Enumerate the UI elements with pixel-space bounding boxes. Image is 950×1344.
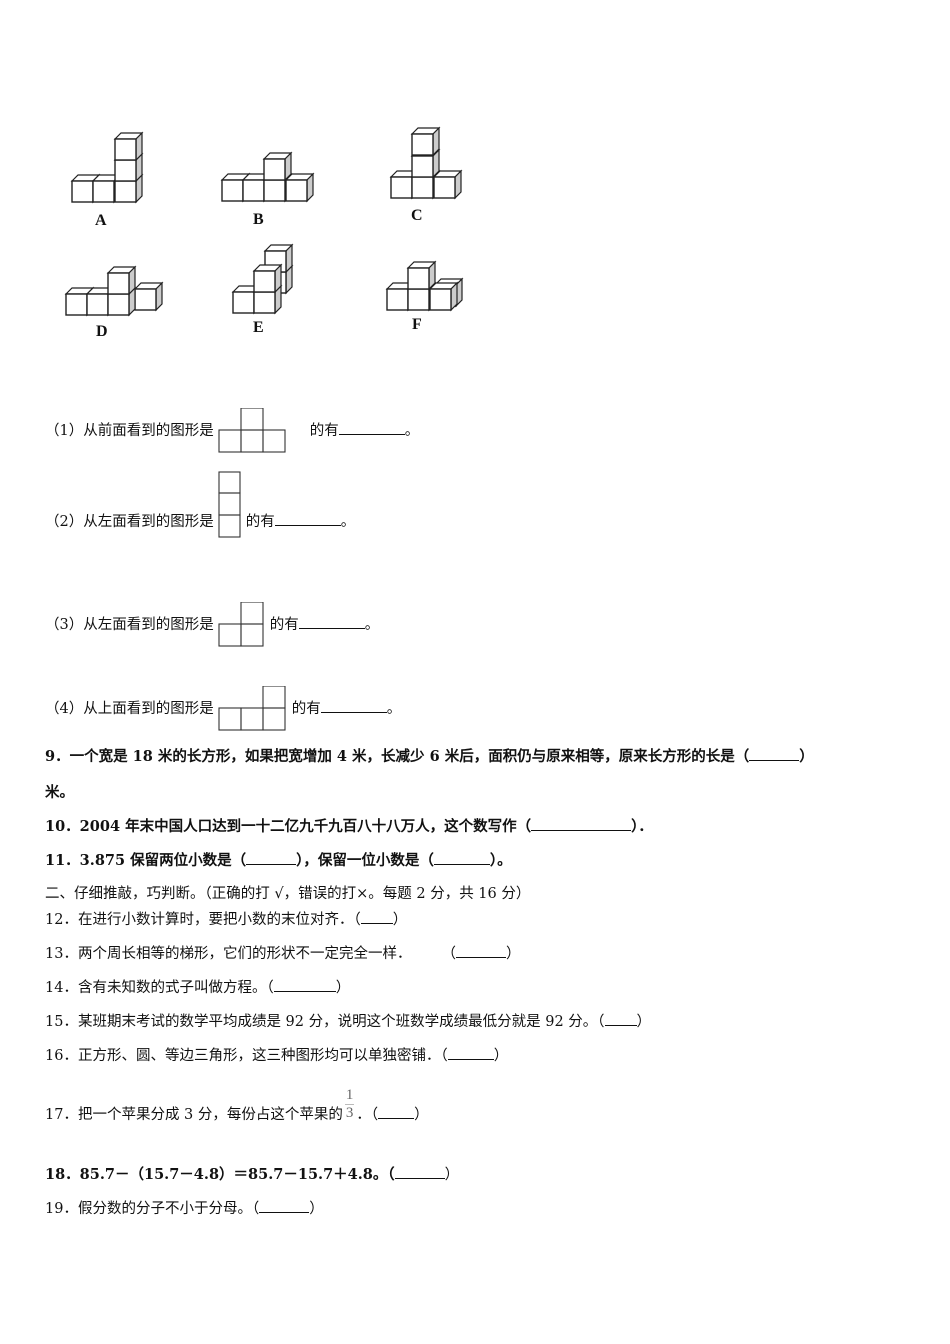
question-9-continued: 米。 xyxy=(45,784,74,801)
question-13: 13．两个周长相等的梯形，它们的形状不一定完全一样． （ ） xyxy=(45,943,520,964)
answer-blank-q10[interactable] xyxy=(531,816,632,831)
figure-label-a: A xyxy=(95,212,107,229)
question-19-text: 19．假分数的分子不小于分母。（ xyxy=(45,1201,260,1217)
figure-c xyxy=(390,127,462,199)
sub-question-4: （4）从上面看到的图形是 的有 。 xyxy=(45,686,401,732)
figure-label-c: C xyxy=(411,207,423,224)
period: 。 xyxy=(404,423,420,439)
question-16-text: 16．正方形、圆、等边三角形，这三种图形均可以单独密铺．（ xyxy=(45,1048,448,1064)
question-9-text: 9．一个宽是 18 米的长方形，如果把宽增加 4 米，长减少 6 米后，面积仍与… xyxy=(45,748,750,765)
sub-question-2-suffix: 的有 xyxy=(245,514,275,530)
paren-close: ） xyxy=(636,1014,652,1030)
answer-blank-2[interactable] xyxy=(274,511,341,526)
answer-blank-3[interactable] xyxy=(298,614,365,629)
answer-blank-q17[interactable] xyxy=(378,1104,415,1119)
figure-f xyxy=(386,261,463,311)
sub-question-3-text: （3）从左面看到的图形是 xyxy=(45,617,214,633)
sub-question-4-suffix: 的有 xyxy=(291,701,321,717)
sub-question-1: （1）从前面看到的图形是 的有 。 xyxy=(45,408,419,454)
paren-close: ） xyxy=(444,1167,460,1183)
answer-blank-q19[interactable] xyxy=(259,1198,310,1213)
question-9: 9．一个宽是 18 米的长方形，如果把宽增加 4 米，长减少 6 米后，面积仍与… xyxy=(45,746,814,767)
figure-label-d: D xyxy=(96,323,108,340)
figure-label-b: B xyxy=(253,211,264,228)
left-view-l-shape-icon xyxy=(218,602,264,647)
paren-close: ） xyxy=(309,1201,324,1217)
sub-question-3: （3）从左面看到的图形是 的有 。 xyxy=(45,602,379,648)
period: 。 xyxy=(386,701,402,717)
left-view-column-icon xyxy=(218,471,241,538)
answer-blank-4[interactable] xyxy=(320,698,387,713)
answer-blank-q9[interactable] xyxy=(749,746,800,761)
sub-question-3-suffix: 的有 xyxy=(269,617,299,633)
question-19: 19．假分数的分子不小于分母。（ ） xyxy=(45,1198,324,1219)
figure-label-f: F xyxy=(412,316,422,333)
fraction-numerator: 1 xyxy=(344,1086,355,1105)
cube-figures xyxy=(65,127,463,316)
answer-blank-q18[interactable] xyxy=(394,1164,445,1179)
paren-close: ） xyxy=(799,748,814,765)
sub-question-2: （2）从左面看到的图形是 的有 。 xyxy=(45,471,356,539)
question-14: 14．含有未知数的式子叫做方程。（ ） xyxy=(45,977,350,998)
question-12: 12．在进行小数计算时，要把小数的末位对齐．（ ） xyxy=(45,909,407,930)
question-12-text: 12．在进行小数计算时，要把小数的末位对齐．（ xyxy=(45,912,361,928)
paren-close: ） xyxy=(392,912,408,928)
figure-b xyxy=(221,152,314,202)
figure-a xyxy=(71,132,143,203)
question-17-after: ．（ xyxy=(356,1107,379,1123)
period: 。 xyxy=(340,514,356,530)
question-15-text: 15．某班期末考试的数学平均成绩是 92 分，说明这个班数学成绩最低分就是 92… xyxy=(45,1014,605,1030)
top-view-l-shape-icon xyxy=(218,686,286,731)
answer-blank-q16[interactable] xyxy=(447,1045,494,1060)
sub-question-1-suffix: 的有 xyxy=(309,423,339,439)
question-18: 18．85.7－（15.7－4.8）＝85.7－15.7＋4.8。（ ） xyxy=(45,1164,459,1185)
answer-blank-q11-b[interactable] xyxy=(433,850,490,865)
question-14-text: 14．含有未知数的式子叫做方程。（ xyxy=(45,980,274,996)
question-13-text: 13．两个周长相等的梯形，它们的形状不一定完全一样． xyxy=(45,946,412,962)
front-view-t-shape-icon xyxy=(218,408,286,453)
question-11-mid: ），保留一位小数是（ xyxy=(296,852,434,869)
answer-blank-1[interactable] xyxy=(338,420,405,435)
answer-blank-q11-a[interactable] xyxy=(246,850,297,865)
answer-blank-q13[interactable] xyxy=(455,943,506,958)
paren-close: ） xyxy=(414,1107,429,1123)
fraction-denominator: 3 xyxy=(345,1104,354,1121)
answer-blank-q14[interactable] xyxy=(273,977,336,992)
section-2-heading: 二、仔细推敲，巧判断。（正确的打 √，错误的打×。每题 2 分，共 16 分） xyxy=(45,886,531,902)
figure-e xyxy=(232,244,293,314)
question-11-text: 11．3.875 保留两位小数是（ xyxy=(45,852,247,869)
question-10-text: 10．2004 年末中国人口达到一十二亿九千九百八十八万人，这个数写作（ xyxy=(45,818,532,835)
paren-close: ）． xyxy=(631,818,653,835)
question-18-text: 18．85.7－（15.7－4.8）＝85.7－15.7＋4.8。（ xyxy=(45,1166,395,1183)
period: 。 xyxy=(364,617,380,633)
paren-open: （ xyxy=(441,946,456,962)
question-15: 15．某班期末考试的数学平均成绩是 92 分，说明这个班数学成绩最低分就是 92… xyxy=(45,1011,651,1032)
question-17-text: 17．把一个苹果分成 3 分，每份占这个苹果的 xyxy=(45,1107,343,1123)
paren-close: ）。 xyxy=(489,852,512,869)
answer-blank-q12[interactable] xyxy=(360,909,393,924)
paren-close: ） xyxy=(335,980,351,996)
sub-question-1-text: （1）从前面看到的图形是 xyxy=(45,423,214,439)
figure-d xyxy=(65,266,163,316)
paren-close: ） xyxy=(493,1048,509,1064)
question-10: 10．2004 年末中国人口达到一十二亿九千九百八十八万人，这个数写作（ ）． xyxy=(45,816,653,837)
figure-label-e: E xyxy=(253,319,264,336)
sub-question-2-text: （2）从左面看到的图形是 xyxy=(45,514,214,530)
sub-question-4-text: （4）从上面看到的图形是 xyxy=(45,701,214,717)
paren-close: ） xyxy=(505,946,521,962)
answer-blank-q15[interactable] xyxy=(604,1011,637,1026)
question-11: 11．3.875 保留两位小数是（ ），保留一位小数是（ ）。 xyxy=(45,850,512,871)
question-16: 16．正方形、圆、等边三角形，这三种图形均可以单独密铺．（ ） xyxy=(45,1045,508,1066)
